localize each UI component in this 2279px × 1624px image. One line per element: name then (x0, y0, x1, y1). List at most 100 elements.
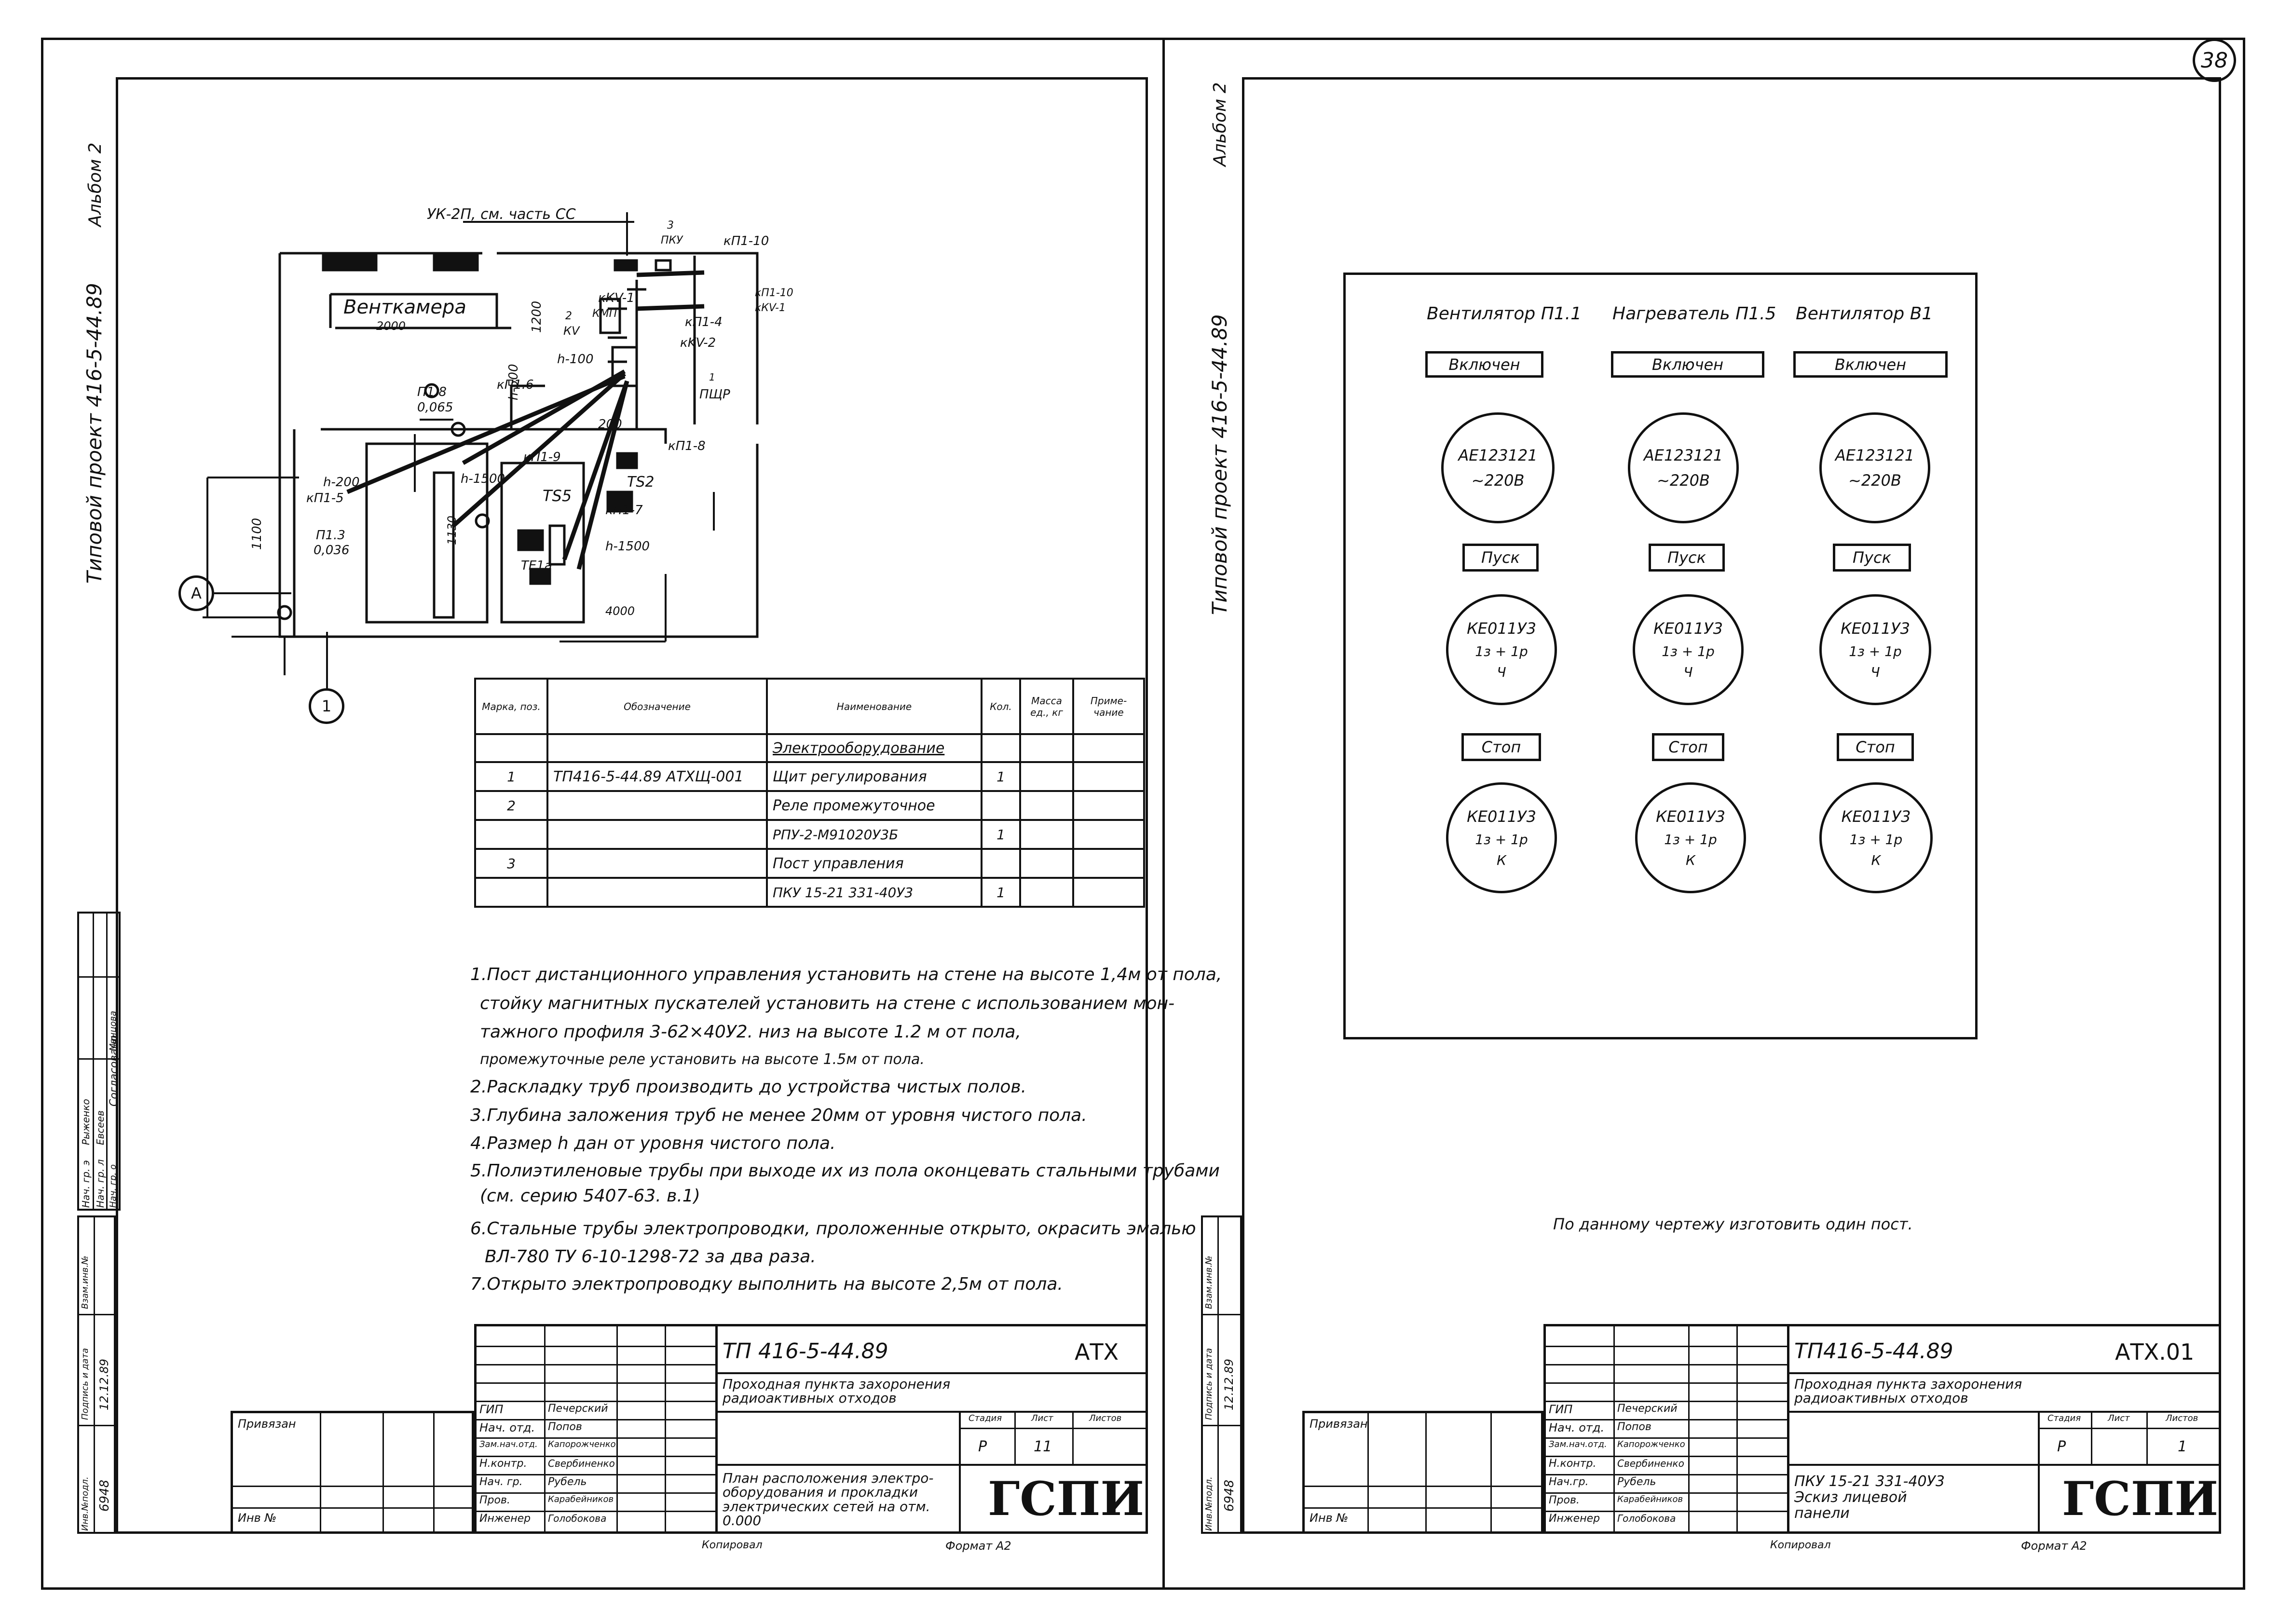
spec-cell (546, 848, 768, 879)
tb-line (1425, 1413, 1427, 1534)
spec-cell: Реле промежуточное (766, 790, 983, 821)
tb-stage-value: 1 (2178, 1438, 2187, 1455)
relay-contacts: 1з + 1р (1849, 643, 1902, 659)
tb-line (1546, 1401, 1789, 1402)
relay-model: КЕ011У3 (1841, 619, 1910, 638)
spec-cell: 2 (474, 790, 548, 821)
stop-button[interactable]: КЕ011У3 1з + 1р К (1635, 782, 1746, 893)
spec-cell (546, 877, 768, 908)
stamp-value: 12.12.89 (1222, 1359, 1236, 1410)
relay-contacts: 1з + 1р (1475, 643, 1528, 659)
stamp-value: 12.12.89 (97, 1359, 111, 1410)
spec-cell (1072, 790, 1145, 821)
tb-line (477, 1511, 718, 1512)
plan-label: кП1-10 (723, 234, 769, 248)
tb-line (477, 1346, 718, 1347)
start-button[interactable]: КЕ011У3 1з + 1р Ч (1633, 594, 1744, 705)
breaker-circle: АЕ123121 ~220В (1441, 412, 1555, 523)
plan-label: КV (563, 324, 580, 338)
spec-table: Марка, поз. Обозначение Наименование Кол… (474, 678, 1145, 908)
tb-line (665, 1326, 666, 1534)
note-line: 5.Полиэтиленовые трубы при выходе их из … (470, 1161, 1220, 1181)
breaker-voltage: ~220В (1471, 471, 1525, 490)
tb-line (1787, 1326, 1789, 1534)
tb-line (1490, 1413, 1492, 1534)
tb-stage-header: Листов (1089, 1413, 1122, 1423)
tb-line (2091, 1411, 2092, 1464)
tb-suffix: АТХ (1075, 1339, 1119, 1365)
tb-name: Попов (548, 1421, 582, 1433)
tb-line (1546, 1364, 1789, 1365)
tb-inv-no: Инв № (1310, 1511, 1349, 1525)
spec-row: РПУ-2-М91020У3Б 1 (474, 819, 1145, 850)
spec-cell (1072, 877, 1145, 908)
approval-stamp: Согласовано Нач. гр. л Евсеев Нач. гр. э… (77, 912, 121, 1211)
left-title-block: ГИП Нач. отд. Зам.нач.отд. Н.контр. Нач.… (474, 1324, 1148, 1534)
spec-cell: Щит регулирования (766, 761, 983, 792)
tb-line (233, 1486, 474, 1487)
plan-label: кП1-7 (605, 503, 643, 518)
tb-line (477, 1492, 718, 1494)
plan-label: h-100 (557, 352, 594, 367)
tb-line (477, 1364, 718, 1365)
stop-button[interactable]: КЕ011У3 1з + 1р К (1446, 782, 1557, 893)
relay-model: КЕ011У3 (1653, 619, 1723, 638)
tb-line (2038, 1411, 2040, 1534)
spec-header: Наименование (766, 678, 983, 735)
stop-button[interactable]: КЕ011У3 1з + 1р К (1819, 782, 1933, 893)
spec-cell (1072, 848, 1145, 879)
tb-name: Печерский (548, 1403, 608, 1415)
tb-line (477, 1419, 718, 1420)
electrical-plan (203, 212, 759, 675)
tb-role: ГИП (1549, 1403, 1573, 1416)
note-line: 1.Пост дистанционного управления установ… (470, 965, 1222, 984)
panel-column-title: Нагреватель П1.5 (1612, 304, 1776, 324)
tb-line (433, 1413, 435, 1534)
stamp-label: Подпись и дата (80, 1348, 90, 1420)
plan-label: 0,065 (417, 400, 453, 415)
spec-cell (1019, 819, 1074, 850)
plan-label: 1100 (250, 518, 264, 550)
stop-button-label: Стоп (1652, 733, 1724, 761)
start-button[interactable]: КЕ011У3 1з + 1р Ч (1446, 594, 1557, 705)
spec-cell (546, 733, 768, 763)
spec-row: 2 Реле промежуточное (474, 790, 1145, 821)
tb-line (477, 1326, 718, 1534)
relay-contacts: 1з + 1р (1849, 832, 1903, 847)
spec-header: Марка, поз. (474, 678, 548, 735)
approval-name: Рыженко (80, 1099, 92, 1145)
tb-stage-header: Листов (2166, 1413, 2198, 1423)
panel-column-title: Вентилятор В1 (1796, 304, 1933, 324)
tb-line (1367, 1413, 1369, 1534)
front-panel (1343, 273, 1978, 1039)
plan-label: П1.3 (316, 528, 345, 543)
right-privyazan-block: Привязан Инв № (1302, 1411, 1543, 1534)
plan-label: кКV-1 (598, 291, 635, 305)
tb-privyazan: Привязан (238, 1417, 296, 1431)
tb-line (382, 1413, 384, 1534)
tb-stage-value: Р (978, 1438, 987, 1455)
tb-role: Пров. (479, 1494, 510, 1506)
spec-cell: РПУ-2-М91020У3Б (766, 819, 983, 850)
plan-label: TS5 (543, 487, 572, 505)
tb-line (233, 1507, 474, 1509)
relay-model: КЕ011У3 (1467, 807, 1536, 826)
tb-line (1546, 1382, 1789, 1384)
plan-label: 2000 (376, 319, 406, 333)
status-indicator: Включен (1793, 351, 1948, 378)
tb-line (1546, 1346, 1789, 1347)
stamp-divider (106, 914, 108, 1211)
spec-cell (981, 848, 1021, 879)
tb-object: Проходная пункта захоронения радиоактивн… (723, 1376, 951, 1406)
tb-name: Печерский (1617, 1403, 1678, 1415)
tb-line (1688, 1326, 1690, 1534)
relay-color: К (1497, 852, 1506, 868)
tb-name: Голобокова (548, 1513, 607, 1524)
start-button[interactable]: КЕ011У3 1з + 1р Ч (1819, 594, 1931, 705)
sheet-divider (1162, 38, 1165, 1590)
status-indicator: Включен (1425, 351, 1543, 378)
manufacture-note: По данному чертежу изготовить один пост. (1553, 1215, 1913, 1233)
tb-stage-header: Лист (1031, 1413, 1053, 1423)
stamp-divider (93, 914, 94, 1211)
note-line: тажного профиля 3-62×40У2. низ на высоте… (480, 1022, 1021, 1042)
